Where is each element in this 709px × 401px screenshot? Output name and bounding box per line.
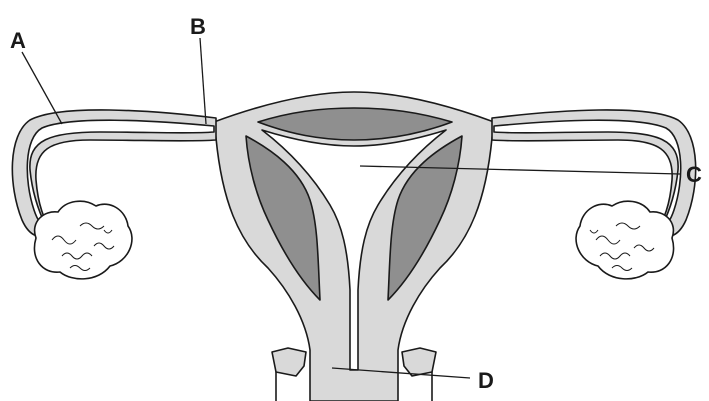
leader-line-a [22,52,62,124]
label-d: D [478,368,494,393]
cervix-left-lip [272,348,306,376]
right-ovary [576,201,674,279]
label-a: A [10,28,26,53]
left-ovary [34,201,132,279]
leader-line-b [200,38,206,124]
label-c: C [686,162,702,187]
cervix-right-lip [402,348,436,376]
label-b: B [190,14,206,39]
